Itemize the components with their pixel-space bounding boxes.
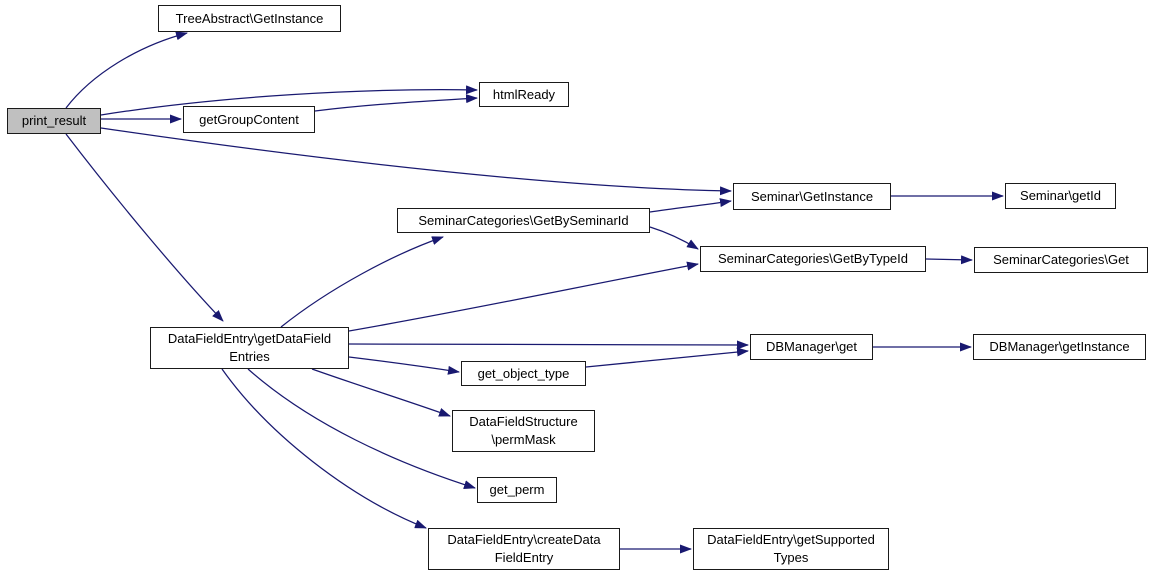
- node-label: Entries: [229, 349, 270, 364]
- node-label: SeminarCategories\GetBySeminarId: [418, 212, 629, 228]
- node-label: Types: [773, 550, 809, 565]
- node-get-perm[interactable]: get_perm: [477, 477, 557, 503]
- node-print-result[interactable]: print_result: [7, 108, 101, 134]
- node-get-object-type[interactable]: get_object_type: [461, 361, 586, 386]
- edge-print-result-to-seminar-get-instance: [100, 127, 732, 196]
- node-data-field-entry-get-supported-types[interactable]: DataFieldEntry\getSupported Types: [693, 528, 889, 570]
- node-seminar-get-instance[interactable]: Seminar\GetInstance: [733, 183, 891, 210]
- node-label: Seminar\getId: [1020, 188, 1101, 204]
- edge-print-result-to-data-field-entry-get-data-field-entries: [65, 133, 224, 322]
- edge-get-object-type-to-db-manager-get: [585, 347, 749, 368]
- edge-data-field-entry-to-db-manager-get: [348, 340, 749, 350]
- edge-print-result-to-tree-abstract-get-instance: [65, 31, 188, 109]
- node-seminar-categories-get-by-type-id[interactable]: SeminarCategories\GetByTypeId: [700, 246, 926, 272]
- node-db-manager-get[interactable]: DBManager\get: [750, 334, 873, 360]
- edge-data-field-entry-to-get-object-type: [348, 356, 460, 375]
- node-label: TreeAbstract\GetInstance: [175, 10, 324, 26]
- edge-seminar-categories-get-by-seminar-id-to-seminar-get-instance: [649, 198, 732, 213]
- node-get-group-content[interactable]: getGroupContent: [183, 106, 315, 133]
- edge-data-field-entry-to-data-field-entry-create-data-field-entry: [221, 368, 427, 529]
- node-seminar-categories-get[interactable]: SeminarCategories\Get: [974, 247, 1148, 273]
- edge-get-group-content-to-html-ready: [314, 94, 478, 112]
- node-seminar-get-id[interactable]: Seminar\getId: [1005, 183, 1116, 209]
- node-label: DataFieldEntry\createData: [447, 532, 601, 548]
- edge-data-field-entry-to-get-perm: [247, 368, 476, 489]
- node-label: get_perm: [489, 482, 545, 498]
- edge-data-field-entry-to-seminar-categories-get-by-seminar-id: [280, 236, 444, 328]
- node-label: DataFieldStructure: [469, 414, 578, 430]
- node-db-manager-get-instance[interactable]: DBManager\getInstance: [973, 334, 1146, 360]
- edge-print-result-to-html-ready: [100, 85, 478, 116]
- node-label: DataFieldEntry\getSupported: [707, 532, 875, 548]
- edge-data-field-entry-to-data-field-structure-perm-mask: [311, 368, 451, 417]
- node-label: htmlReady: [492, 86, 556, 102]
- edge-data-field-entry-to-seminar-categories-get-by-type-id: [348, 261, 699, 332]
- edge-seminar-categories-get-by-type-id-to-seminar-categories-get: [925, 255, 973, 265]
- node-html-ready[interactable]: htmlReady: [479, 82, 569, 107]
- node-data-field-structure-perm-mask[interactable]: DataFieldStructure \permMask: [452, 410, 595, 452]
- node-tree-abstract-get-instance[interactable]: TreeAbstract\GetInstance: [158, 5, 341, 32]
- node-label: get_object_type: [477, 365, 570, 381]
- node-label: DataFieldEntry\getDataField: [167, 331, 332, 347]
- node-data-field-entry-create-data-field-entry[interactable]: DataFieldEntry\createData FieldEntry: [428, 528, 620, 570]
- node-label: \permMask: [491, 432, 556, 447]
- node-seminar-categories-get-by-seminar-id[interactable]: SeminarCategories\GetBySeminarId: [397, 208, 650, 233]
- node-label: DBManager\getInstance: [989, 339, 1130, 355]
- edge-seminar-categories-get-by-seminar-id-to-seminar-categories-get-by-type-id: [649, 226, 699, 250]
- node-label: FieldEntry: [494, 550, 554, 565]
- node-label: print_result: [21, 113, 87, 129]
- node-label: SeminarCategories\Get: [993, 252, 1129, 268]
- node-label: getGroupContent: [199, 111, 299, 127]
- node-label: SeminarCategories\GetByTypeId: [717, 251, 909, 267]
- node-data-field-entry-get-data-field-entries[interactable]: DataFieldEntry\getDataField Entries: [150, 327, 349, 369]
- node-label: DBManager\get: [765, 339, 858, 355]
- node-label: Seminar\GetInstance: [750, 188, 874, 204]
